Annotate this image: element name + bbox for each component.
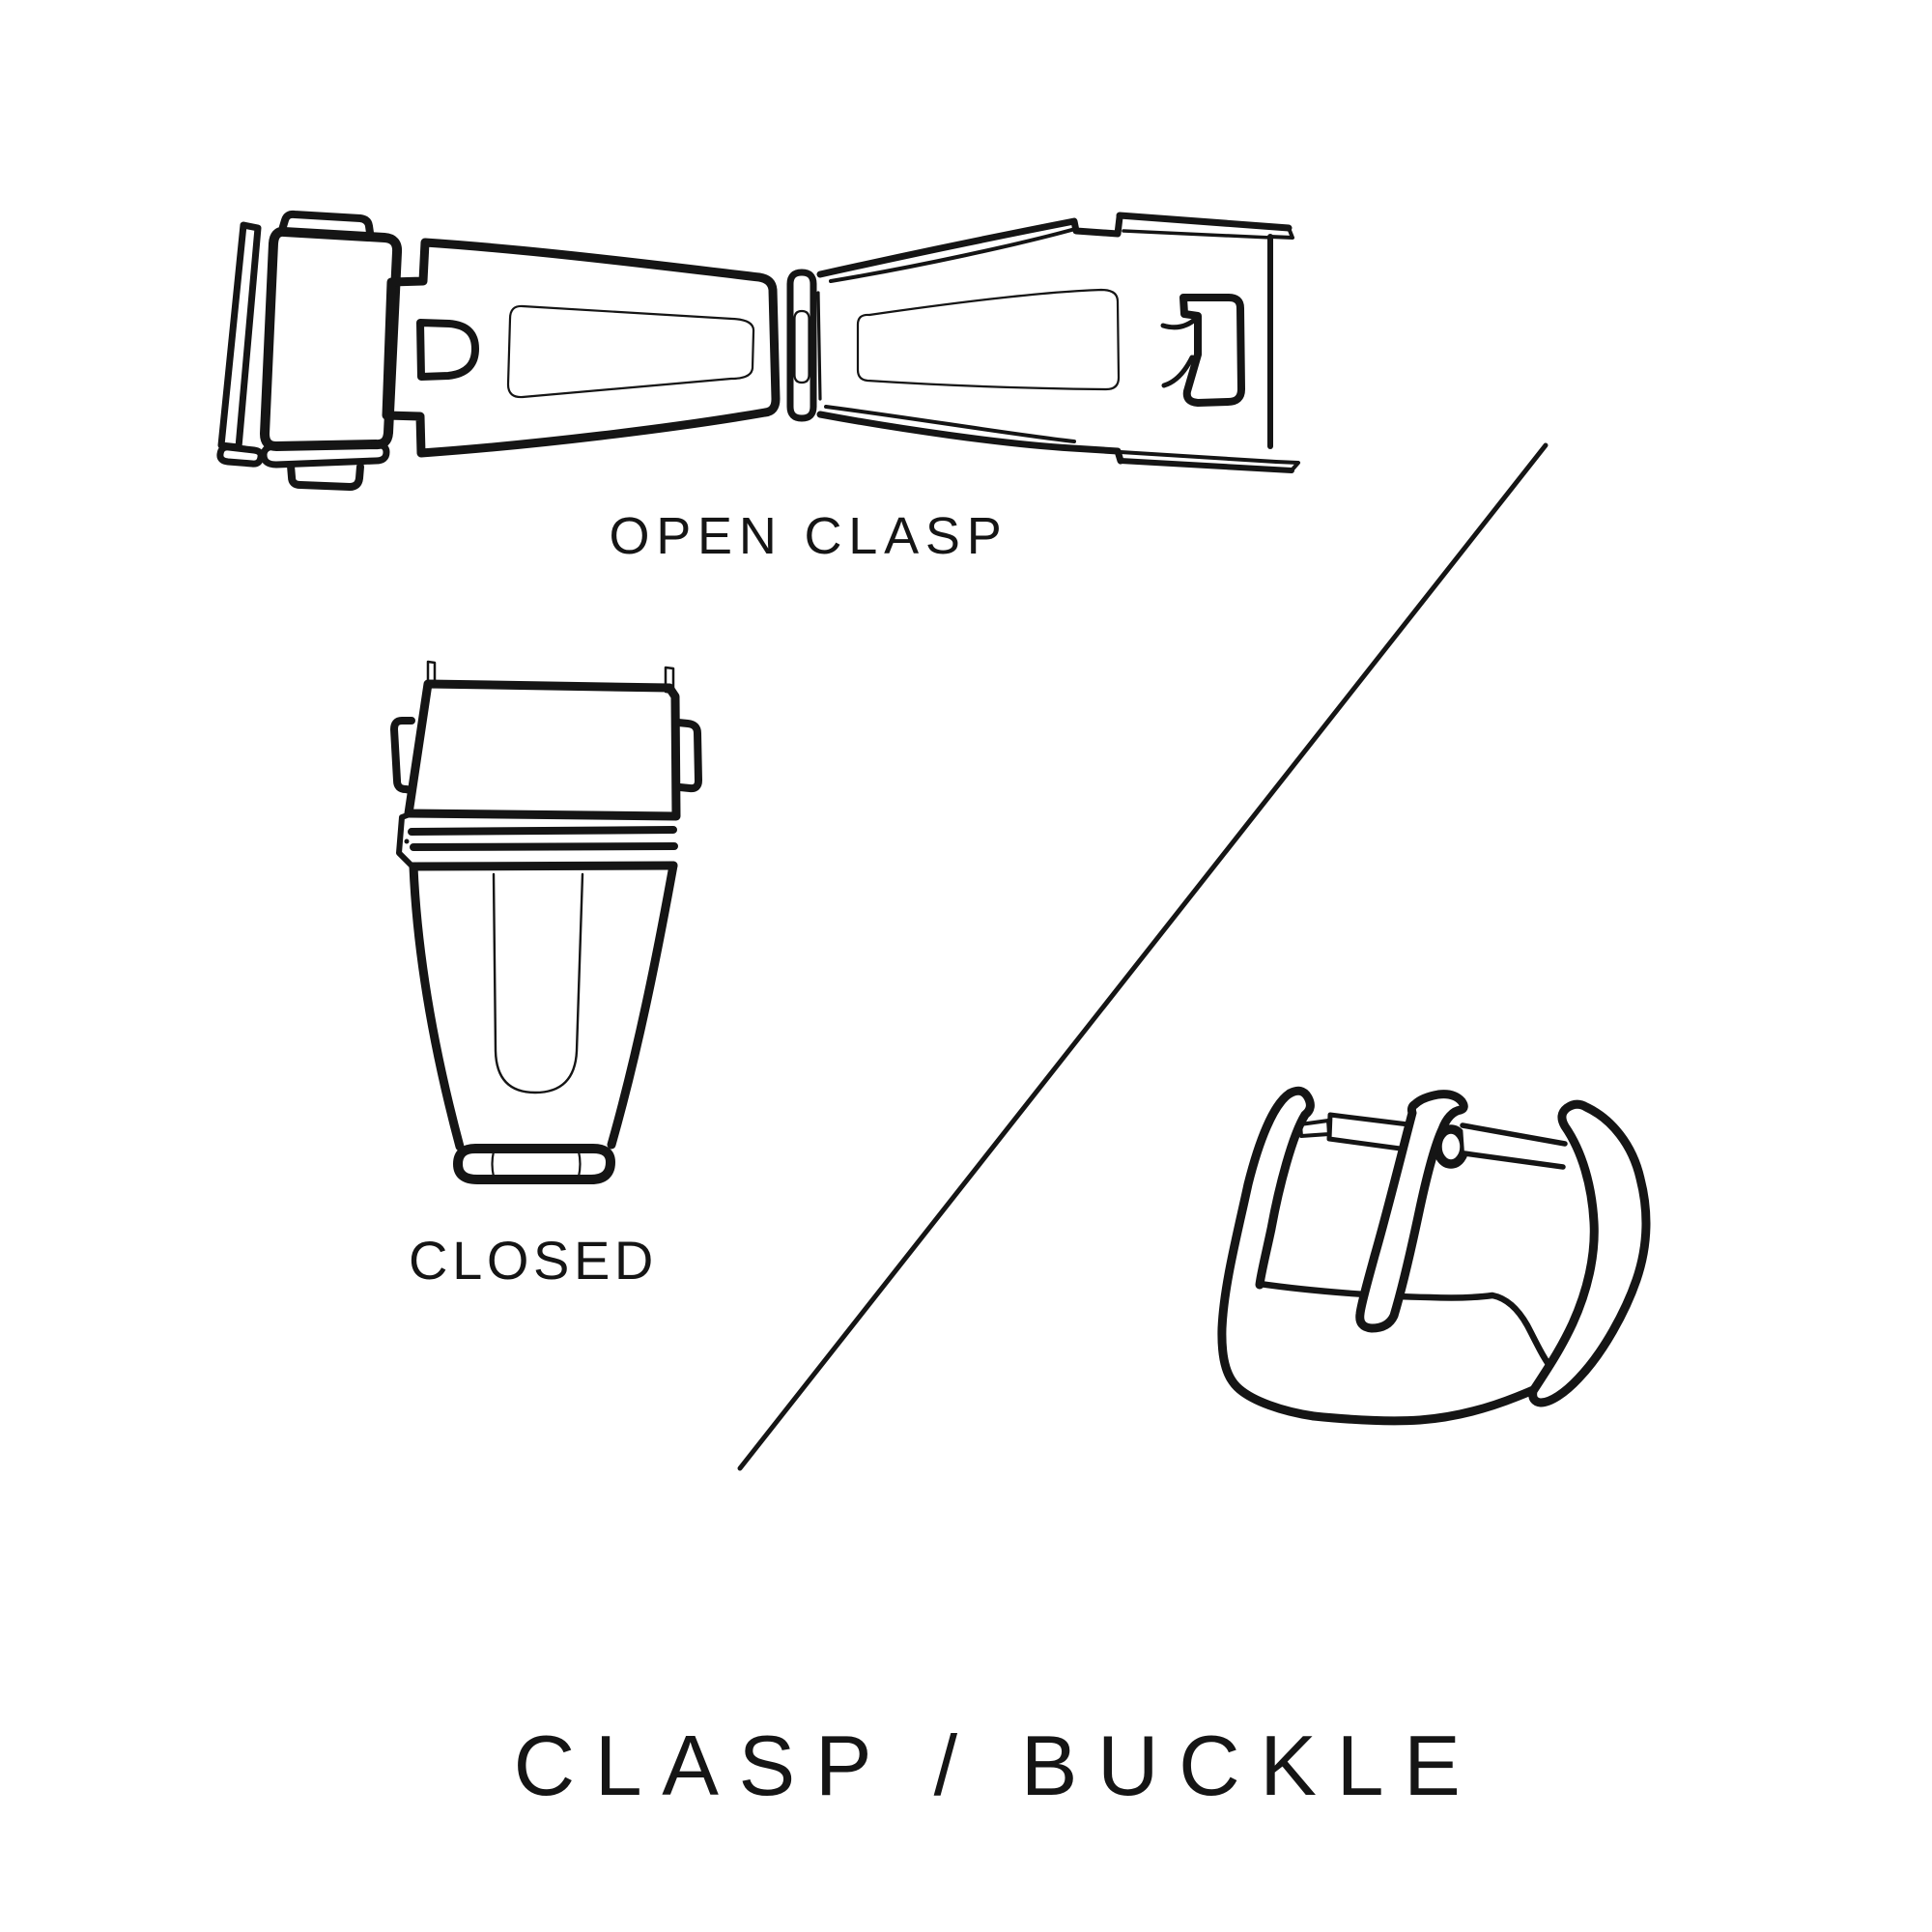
svg-text:OPEN CLASP: OPEN CLASP — [609, 507, 1008, 565]
svg-text:CLOSED: CLOSED — [409, 1230, 658, 1291]
svg-text:CLASP / BUCKLE: CLASP / BUCKLE — [514, 1718, 1481, 1813]
